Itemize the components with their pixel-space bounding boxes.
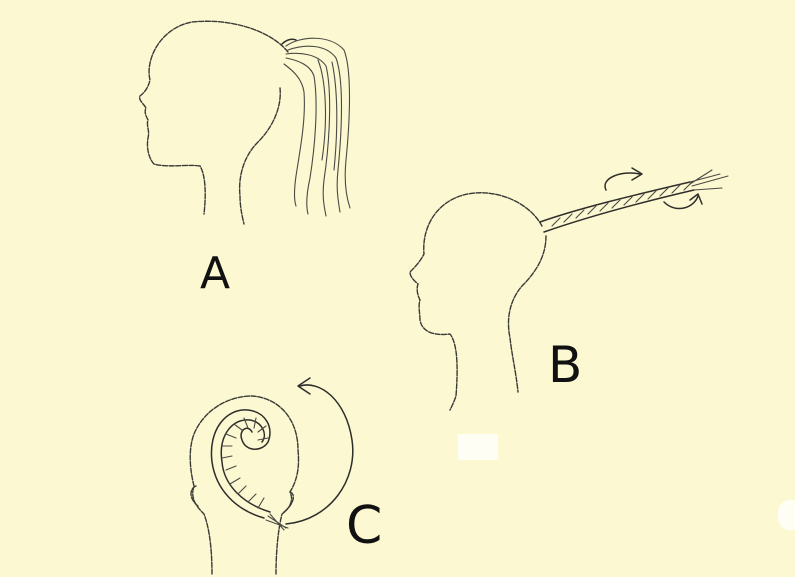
- figure-b-label: B: [548, 340, 582, 390]
- figure-c-right-ear: [284, 492, 293, 512]
- figure-c-head-outline: [190, 396, 298, 574]
- figure-b-head-outline: [410, 193, 542, 410]
- figure-a-ponytail-profile: [140, 21, 350, 224]
- figure-a-neck-back: [240, 88, 281, 224]
- figure-c-left-ear: [191, 486, 198, 506]
- figure-c-wrap-arrow: [286, 385, 353, 524]
- figure-a-label: A: [200, 252, 230, 296]
- scan-blemish-edge: [778, 500, 795, 530]
- figure-b-neck-back: [509, 236, 547, 392]
- figure-a-ponytail-strands: [284, 38, 350, 216]
- figure-a-head-outline: [140, 21, 288, 214]
- figure-c-label: C: [346, 500, 382, 552]
- figure-b-twist-arrow-top: [605, 173, 640, 190]
- figure-c-coil-rope: [211, 410, 288, 530]
- figure-c-coiled-bun-back: [190, 378, 353, 574]
- scan-blemish: [458, 434, 498, 460]
